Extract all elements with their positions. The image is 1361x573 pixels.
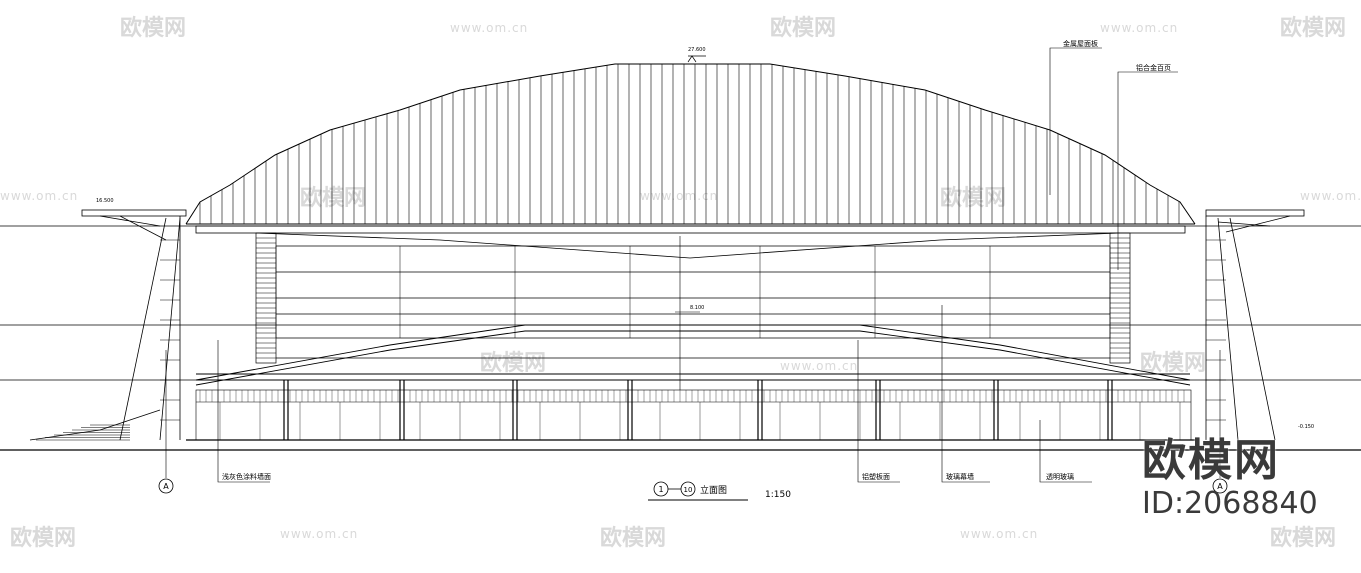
note-wall-paint: 浅灰色涂料墙面	[222, 472, 271, 481]
curved-roof	[185, 63, 1196, 225]
eave-band	[195, 225, 1186, 259]
drawing-title: 1 10 立面图 1:150	[648, 481, 791, 501]
grid-bubble-left: A	[158, 478, 174, 494]
main-wall	[255, 232, 1131, 364]
svg-text:1: 1	[658, 485, 663, 494]
note-glass-curtain: 玻璃幕墙	[946, 472, 974, 481]
ground-level-label: -0.150	[1298, 424, 1314, 430]
svg-text:10: 10	[684, 486, 693, 494]
watermark-text: 欧模网	[770, 15, 836, 41]
watermark-text: 欧模网	[300, 185, 366, 211]
ground-line	[0, 439, 1361, 451]
watermark-url: www.om.cn	[640, 189, 718, 203]
note-alu-panel: 铝塑板面	[862, 472, 890, 481]
watermark-text: 欧模网	[1140, 350, 1206, 376]
note-roof-metal: 金属屋面板	[1063, 39, 1098, 48]
svg-text:A: A	[163, 482, 169, 491]
watermark-logo: 欧模网	[1142, 435, 1280, 486]
left-tower	[29, 209, 187, 441]
watermark-url: www.om.cn	[0, 189, 78, 203]
watermark-text: 欧模网	[600, 525, 666, 551]
watermark-url: www.om.cn	[960, 527, 1038, 541]
note-roof-alu: 铝合金百页	[1136, 63, 1171, 72]
top-level-label: 27.600	[688, 47, 706, 53]
watermark-text: 欧模网	[1270, 525, 1336, 551]
watermark-url: www.om.cn	[1300, 189, 1361, 203]
watermark-url: www.om.cn	[280, 527, 358, 541]
note-clear-glass: 透明玻璃	[1046, 472, 1074, 481]
top-level-marker	[687, 55, 706, 63]
svg-text:A: A	[1217, 482, 1223, 491]
watermark-url: www.om.cn	[450, 21, 528, 35]
grid-bubble-right: A	[1212, 478, 1228, 494]
watermark-url: www.om.cn	[780, 359, 858, 373]
watermark-text: 欧模网	[1280, 15, 1346, 41]
left-canopy-level: 16.500	[96, 198, 114, 204]
mid-level-marker	[675, 236, 700, 390]
drawing-scale: 1:150	[765, 490, 791, 500]
glazing-wall	[195, 380, 1192, 441]
watermark-url: www.om.cn	[1100, 21, 1178, 35]
watermark-text: 欧模网	[120, 15, 186, 41]
watermark-text: 欧模网	[10, 525, 76, 551]
lower-canopy	[195, 324, 1191, 386]
watermark-text: 欧模网	[480, 350, 546, 376]
watermark-text: 欧模网	[940, 185, 1006, 211]
watermark-id: ID:2068840	[1142, 486, 1318, 521]
leader-lines	[165, 47, 1221, 483]
watermark-brand: 欧模网 ID:2068840	[1142, 436, 1332, 522]
drawing-title-text: 立面图	[700, 484, 727, 496]
right-tower	[1205, 209, 1305, 441]
mid-level-label: 8.100	[690, 305, 704, 311]
